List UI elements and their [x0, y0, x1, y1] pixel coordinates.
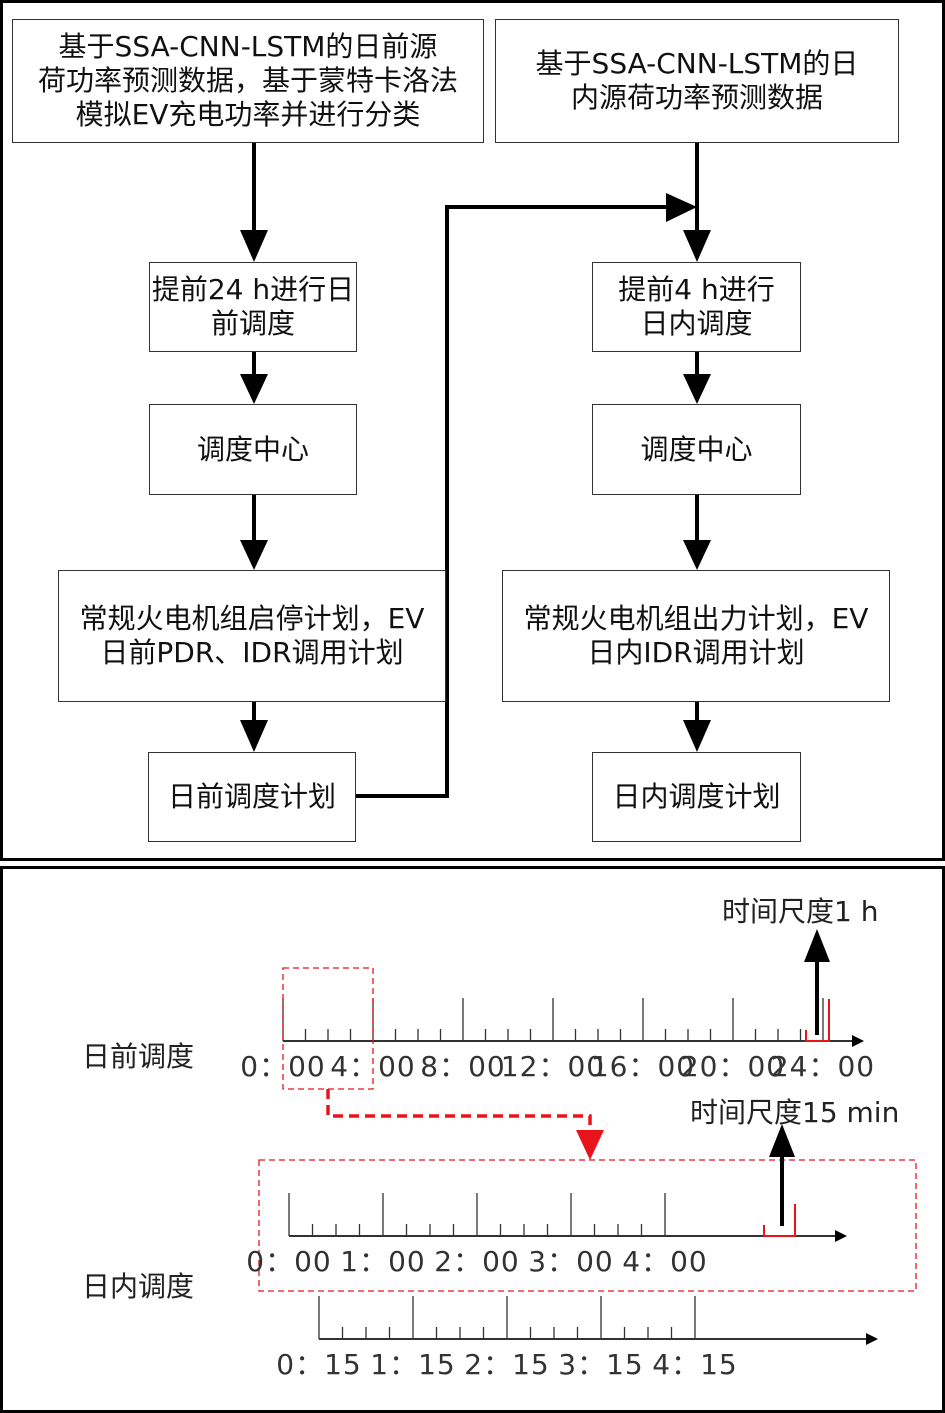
- dayahead-advance-box: 提前24 h进行日 前调度: [149, 262, 357, 352]
- intraday-shift-axis-arrow: [866, 1333, 878, 1345]
- intraday-input-box: 基于SSA-CNN-LSTM的日 内源荷功率预测数据: [495, 19, 899, 143]
- dayahead-advance-text: 提前24 h进行日 前调度: [151, 273, 355, 340]
- dayahead-row-label: 日前调度: [82, 1040, 195, 1073]
- zoom-connector: [326, 1089, 592, 1128]
- arrowhead: [240, 374, 268, 404]
- intraday-shift-tick-label: 0：15: [276, 1348, 362, 1381]
- dayahead-axis-arrow: [852, 1035, 864, 1047]
- dayahead-plan-detail-box: 常规火电机组启停计划，EV 日前PDR、IDR调用计划: [58, 570, 446, 702]
- intraday-advance-text: 提前4 h进行 日内调度: [618, 273, 775, 340]
- scale-15min-label: 时间尺度15 min: [690, 1096, 900, 1129]
- intraday-tick-label: 4：00: [622, 1245, 708, 1278]
- dayahead-tick-label: 16：00: [590, 1050, 696, 1083]
- dayahead-tick-label: 0：00: [240, 1050, 326, 1083]
- intraday-center-box: 调度中心: [592, 404, 801, 495]
- intraday-center-text: 调度中心: [640, 432, 753, 466]
- intraday-plan-box: 日内调度计划: [592, 752, 801, 842]
- flowchart-connectors: [240, 143, 711, 798]
- dayahead-tick-label: 8：00: [420, 1050, 506, 1083]
- scale-1h-arrowhead: [804, 929, 830, 962]
- dayahead-input-box: 基于SSA-CNN-LSTM的日前源 荷功率预测数据，基于蒙特卡洛法 模拟EV充…: [12, 19, 484, 143]
- intraday-last-interval-highlight: [763, 1204, 796, 1237]
- intraday-advance-box: 提前4 h进行 日内调度: [592, 262, 801, 352]
- arrowhead: [240, 230, 268, 262]
- dayahead-input-text: 基于SSA-CNN-LSTM的日前源 荷功率预测数据，基于蒙特卡洛法 模拟EV充…: [37, 30, 458, 131]
- arrowhead: [683, 230, 711, 262]
- dayahead-center-box: 调度中心: [149, 404, 357, 495]
- scale-1h-label: 时间尺度1 h: [722, 895, 879, 928]
- dayahead-plan-box: 日前调度计划: [148, 752, 356, 842]
- intraday-axis-arrow: [835, 1230, 847, 1242]
- dayahead-tick-label: 20：00: [680, 1050, 786, 1083]
- intraday-shift-tick-label: 1：15: [370, 1348, 456, 1381]
- intraday-plan-text: 日内调度计划: [612, 780, 781, 813]
- intraday-row-label: 日内调度: [82, 1270, 195, 1303]
- intraday-shift-tick-label: 3：15: [558, 1348, 644, 1381]
- dayahead-center-text: 调度中心: [196, 432, 309, 466]
- intraday-tick-label: 2：00: [434, 1245, 520, 1278]
- intraday-shift-tick-label: 4：15: [652, 1348, 738, 1381]
- scale-15min-arrowhead: [769, 1124, 795, 1157]
- dayahead-tick-label: 12：00: [500, 1050, 606, 1083]
- dayahead-last-interval-highlight: [805, 999, 830, 1042]
- arrowhead: [683, 540, 711, 570]
- dayahead-tick-label: 4：00: [330, 1050, 416, 1083]
- intraday-window-box: [258, 1159, 917, 1292]
- intraday-shift-tick-label: 2：15: [464, 1348, 550, 1381]
- intraday-plan-detail-box: 常规火电机组出力计划，EV 日内IDR调用计划: [502, 570, 890, 702]
- intraday-tick-label: 3：00: [528, 1245, 614, 1278]
- dayahead-tick-label: 24：00: [770, 1050, 876, 1083]
- arrowhead: [240, 540, 268, 570]
- arrow-dayahead-to-intraday: [356, 205, 668, 798]
- arrowhead: [683, 720, 711, 752]
- arrowhead: [683, 374, 711, 404]
- dayahead-plan-text: 日前调度计划: [167, 780, 336, 813]
- arrowhead: [240, 720, 268, 752]
- zoom-connector-arrowhead: [576, 1130, 604, 1160]
- intraday-input-text: 基于SSA-CNN-LSTM的日 内源荷功率预测数据: [535, 47, 859, 114]
- intraday-plan-detail-text: 常规火电机组出力计划，EV 日内IDR调用计划: [523, 602, 869, 669]
- arrowhead: [666, 193, 697, 222]
- intraday-tick-label: 0：00: [246, 1245, 332, 1278]
- dayahead-plan-detail-text: 常规火电机组启停计划，EV 日前PDR、IDR调用计划: [79, 602, 425, 669]
- intraday-tick-label: 1：00: [340, 1245, 426, 1278]
